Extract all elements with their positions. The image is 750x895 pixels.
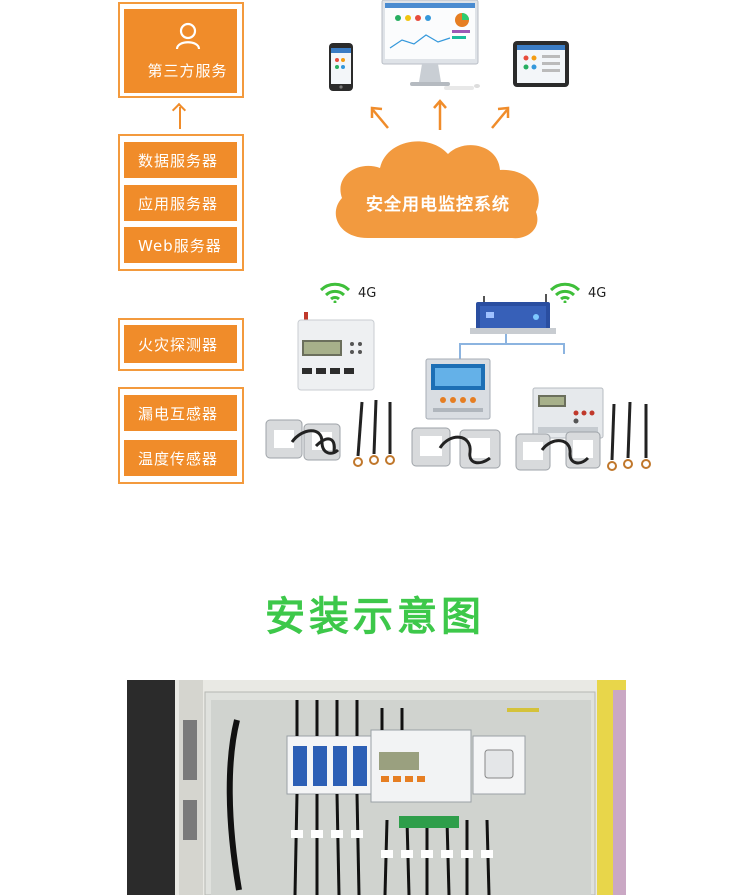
third-party-service-box: 第三方服务 (124, 9, 237, 93)
web-server-box: Web服务器 (124, 227, 237, 263)
fire-detector-label: 火灾探测器 (138, 335, 219, 354)
meter-device-left (297, 312, 375, 391)
arrow-to-tablet (491, 106, 510, 129)
app-server-box: 应用服务器 (124, 185, 237, 221)
app-server-label: 应用服务器 (138, 194, 219, 213)
temperature-sensor-box: 温度传感器 (124, 440, 237, 476)
cloud-label: 安全用电监控系统 (366, 195, 510, 215)
tablet-icon (513, 41, 569, 87)
leakage-transformer-box: 漏电互感器 (124, 395, 237, 431)
transformer-group-right (515, 401, 651, 471)
network-label-right: 4G (588, 286, 607, 301)
leakage-transformer-label: 漏电互感器 (138, 404, 219, 423)
wifi-icon (549, 282, 581, 303)
web-server-label: Web服务器 (138, 236, 222, 255)
up-arrow (179, 107, 181, 129)
temperature-sensor-label: 温度传感器 (138, 449, 219, 468)
user-icon (175, 22, 200, 49)
bus-lines (459, 334, 565, 368)
fire-detector-box: 火灾探测器 (124, 325, 237, 363)
data-server-box: 数据服务器 (124, 142, 237, 178)
network-label-left: 4G (358, 286, 377, 301)
transformer-group-center (411, 427, 501, 469)
arrow-to-phone (370, 106, 389, 129)
wifi-icon (319, 282, 351, 303)
smartphone-icon (329, 43, 353, 91)
gateway-device (470, 294, 556, 334)
third-party-label: 第三方服务 (147, 61, 228, 80)
cloud-icon (335, 141, 539, 239)
desktop-icon (381, 0, 480, 90)
install-title: 安装示意图 (265, 594, 485, 640)
install-photo (127, 680, 626, 895)
arrow-to-desktop (433, 99, 447, 130)
transformer-group-left (265, 399, 395, 467)
meter-device-center (425, 358, 491, 420)
data-server-label: 数据服务器 (138, 151, 219, 170)
